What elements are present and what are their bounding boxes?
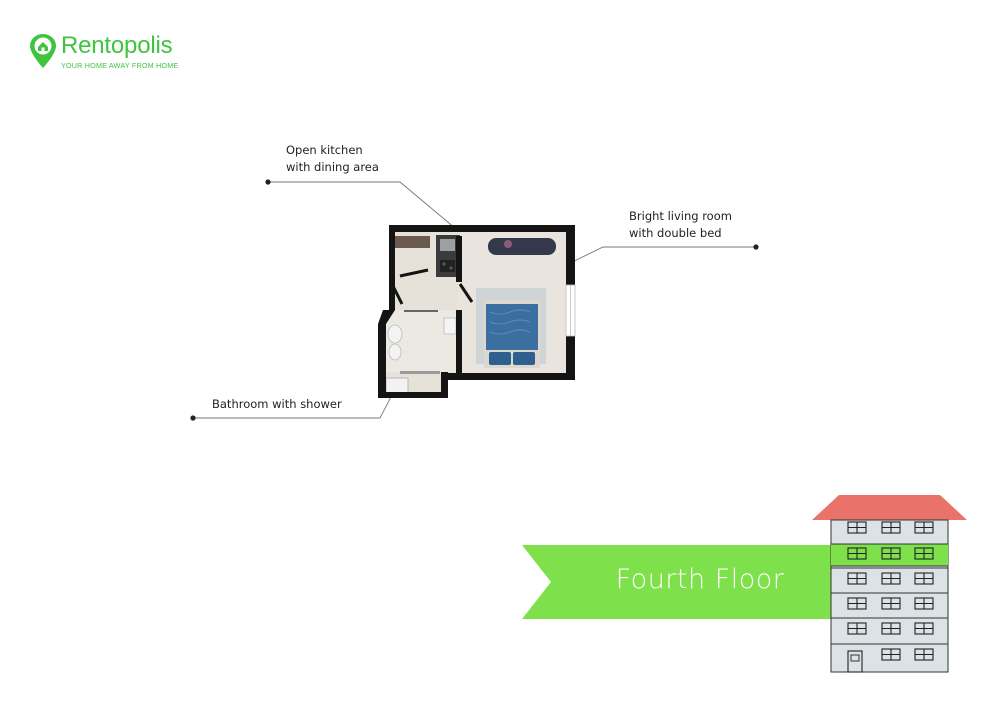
brand-tagline: YOUR HOME AWAY FROM HOME bbox=[61, 61, 179, 70]
pillow-right bbox=[513, 352, 535, 365]
dining-table bbox=[488, 238, 556, 255]
kitchen-callout-label: Open kitchen with dining area bbox=[286, 143, 379, 174]
stove bbox=[440, 260, 455, 272]
sink bbox=[440, 239, 455, 251]
bathroom-left-dot bbox=[190, 415, 196, 421]
building-door bbox=[847, 650, 863, 673]
pillow-left bbox=[489, 352, 511, 365]
brand-logo[interactable]: Rentopolis YOUR HOME AWAY FROM HOME bbox=[30, 32, 190, 72]
kitchen-leader-line bbox=[268, 181, 475, 245]
shower bbox=[385, 377, 409, 395]
doors bbox=[390, 268, 474, 312]
highlighted-floor-band bbox=[831, 544, 948, 566]
location-pin-house-icon bbox=[30, 34, 56, 68]
building-windows bbox=[847, 521, 934, 661]
wardrobe bbox=[394, 236, 430, 248]
floor-label: Fourth Floor bbox=[615, 564, 785, 595]
living-right-dot bbox=[753, 244, 759, 250]
basin bbox=[443, 317, 457, 335]
bed-folds bbox=[489, 309, 531, 335]
bidet bbox=[388, 343, 402, 361]
kitchen-left-dot bbox=[265, 179, 271, 185]
apartment-plan bbox=[378, 225, 576, 398]
brand-name: Rentopolis bbox=[61, 32, 173, 59]
table-plant bbox=[504, 240, 512, 248]
toilet bbox=[387, 324, 403, 344]
living-callout-label: Bright living room with double bed bbox=[629, 209, 732, 240]
walls bbox=[378, 225, 575, 398]
building-roof bbox=[812, 495, 967, 520]
floor-banner-arrow bbox=[522, 545, 838, 619]
bathroom-callout-label: Bathroom with shower bbox=[212, 397, 342, 411]
floor-dividers bbox=[831, 543, 948, 645]
building-illustration bbox=[812, 495, 967, 673]
